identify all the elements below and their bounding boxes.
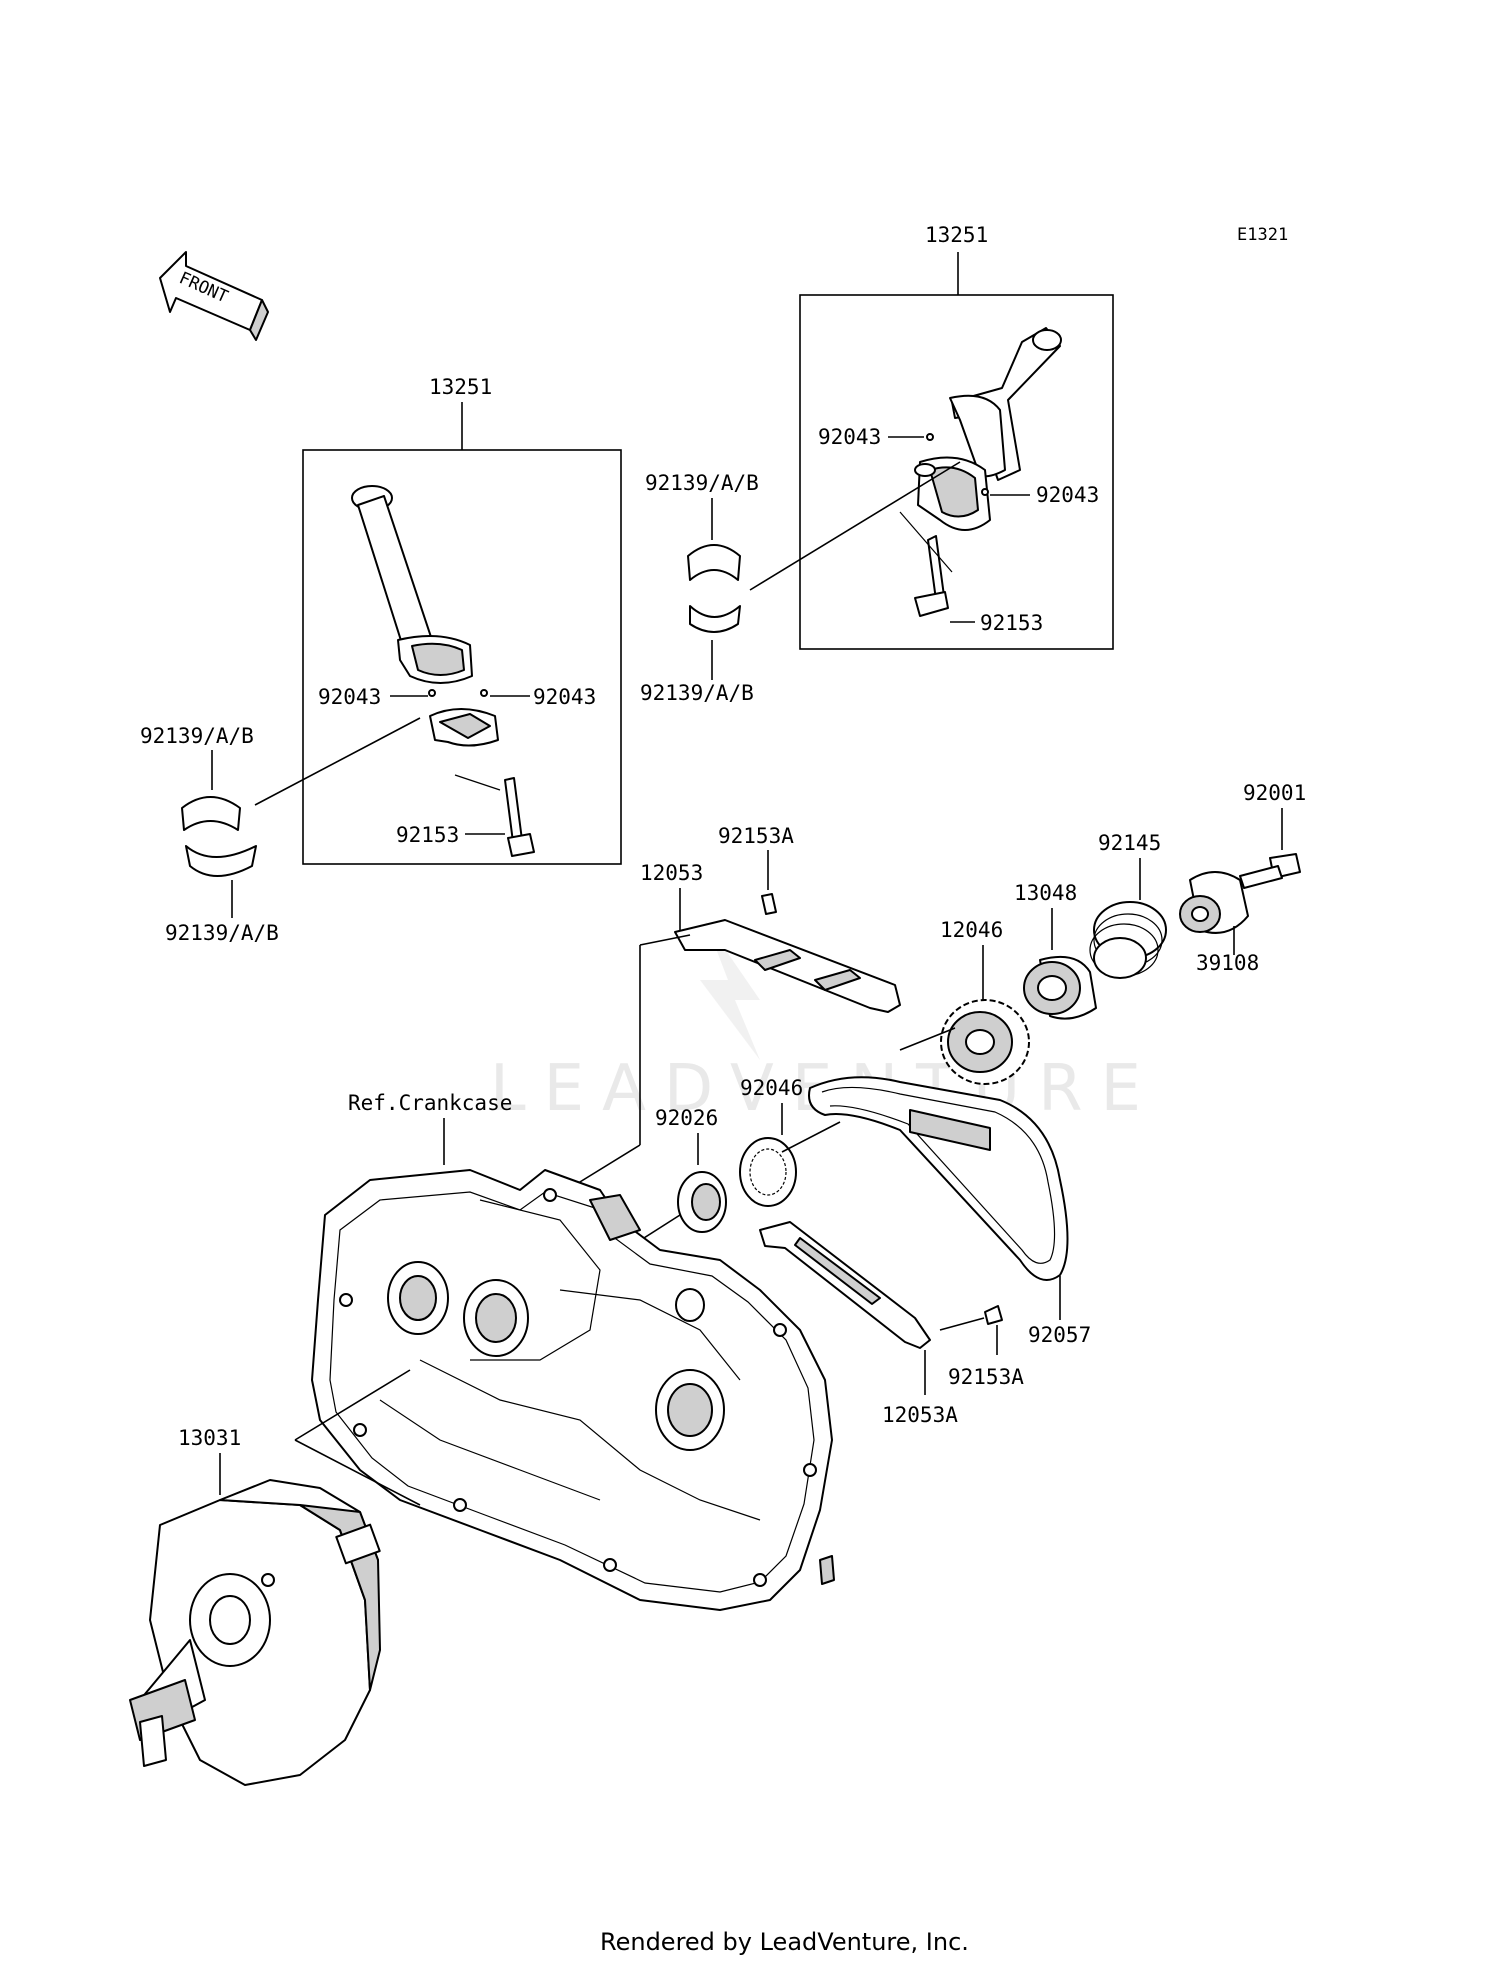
label-39108: 39108 [1196,951,1259,975]
cap-39108: 39108 [1179,871,1259,975]
label-12053: 12053 [640,861,703,885]
seal-92026: 92026 [624,1106,727,1251]
bolt-92001: 92001 [1239,781,1306,889]
bearing-pair-left: 92139/A/B 92139/A/B [140,724,279,945]
part-13048: 13048 [1014,881,1097,1020]
spring-92145: 92145 [1089,831,1167,979]
label-12053a: 12053A [882,1403,958,1427]
footer-credit: Rendered by LeadVenture, Inc. [600,1928,969,1956]
label-92153a-top: 92153A [718,824,794,848]
con-rod-right-group: 13251 92043 92043 92153 [749,223,1114,650]
label-92001: 92001 [1243,781,1306,805]
label-13251-right: 13251 [925,223,988,247]
bearing-pair-middle: 92139/A/B 92139/A/B [640,471,759,705]
label-92153a-bottom: 92153A [948,1365,1024,1389]
label-ref-crankcase: Ref.Crankcase [348,1091,512,1115]
watermark-logo [700,920,760,1060]
label-92139-mid-top: 92139/A/B [645,471,759,495]
connecting-rod-left [351,485,499,747]
connecting-rod-right [914,327,1062,531]
label-92153-l: 92153 [396,823,459,847]
label-92153-r: 92153 [980,611,1043,635]
label-92043-l1: 92043 [318,685,381,709]
con-rod-left-group: 13251 92043 92043 92153 [254,375,622,865]
chain-guide-lower: 92153A 12053A [759,1221,1024,1427]
cam-chain-92057: 92057 [808,1027,1091,1347]
crankcase-ref: Ref.Crankcase [294,1091,835,1611]
label-92043-r1: 92043 [818,425,881,449]
chain-guide-upper: 92153A 12053 [574,824,901,1186]
label-92043-l2: 92043 [533,685,596,709]
washer-92046: 92046 [739,1076,841,1207]
label-13031: 13031 [178,1426,241,1450]
label-13048: 13048 [1014,881,1077,905]
label-12046: 12046 [940,918,1003,942]
label-92043-r2: 92043 [1036,483,1099,507]
label-13251-left: 13251 [429,375,492,399]
label-92046: 92046 [740,1076,803,1100]
label-92139-left-bottom: 92139/A/B [165,921,279,945]
label-92026: 92026 [655,1106,718,1130]
label-92139-left-top: 92139/A/B [140,724,254,748]
diagram-code: E1321 [1237,225,1288,245]
crankshaft-13031: 13031 [129,1426,381,1786]
front-arrow-icon: FRONT [159,251,269,341]
label-92145: 92145 [1098,831,1161,855]
sprocket-12046: 12046 [940,918,1030,1085]
label-92057: 92057 [1028,1323,1091,1347]
label-92139-mid-bottom: 92139/A/B [640,681,754,705]
